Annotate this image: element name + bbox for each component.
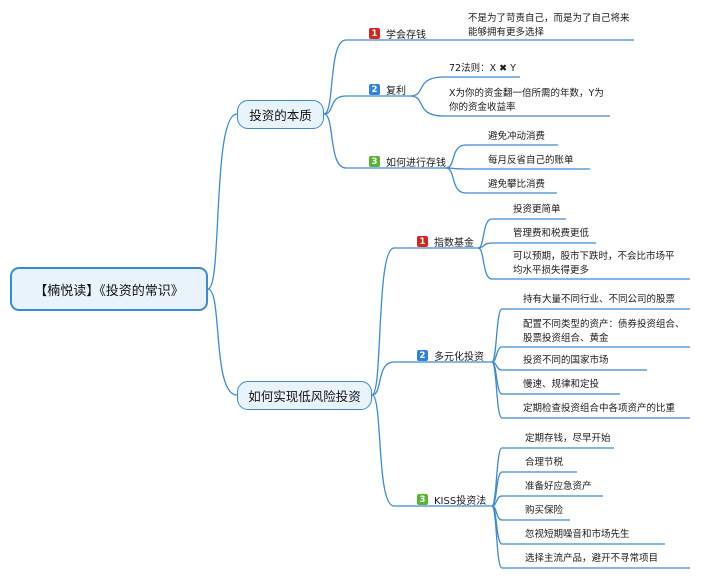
connector <box>477 247 493 280</box>
leaf-note[interactable]: 选择主流产品，避开不寻常项目 <box>525 552 658 566</box>
subtopic-label: 指数基金 <box>434 238 474 249</box>
leaf-line: 投资更简单 <box>513 204 561 215</box>
leaf-note[interactable]: 定期存钱，尽早开始 <box>525 432 611 446</box>
leaf-note[interactable]: 72法则：X ✖ Y <box>449 62 516 76</box>
connector <box>445 167 467 194</box>
leaf-line: 避免攀比消费 <box>488 179 546 190</box>
leaf-note[interactable]: 定期检查投资组合中各项资产的比重 <box>523 402 675 416</box>
connector <box>323 39 347 115</box>
leaf-line: 购买保险 <box>525 505 564 516</box>
leaf-line: 定期存钱，尽早开始 <box>525 433 611 444</box>
leaf-note[interactable]: 持有大量不同行业、不同公司的股票 <box>523 293 675 307</box>
leaf-note[interactable]: 准备好应急资产 <box>525 480 592 494</box>
leaf-line: 定期检查投资组合中各项资产的比重 <box>523 403 676 414</box>
leaf-note[interactable]: 管理费和税费更低 <box>513 227 589 241</box>
leaf-note[interactable]: 投资不同的国家市场 <box>523 354 609 368</box>
leaf-note[interactable]: 可以预期，股市下跌时，不会比市场平 均水平损失得更多 <box>513 250 675 278</box>
leaf-note[interactable]: 配置不同类型的资产：债券投资组合、 股票投资组合、黄金 <box>523 318 685 346</box>
connector <box>491 505 503 569</box>
leaf-line: 选择主流产品，避开不寻常项目 <box>525 553 659 564</box>
subtopic-label: 多元化投资 <box>434 352 484 363</box>
connector <box>323 113 347 169</box>
connector <box>409 76 445 97</box>
leaf-line: 持有大量不同行业、不同公司的股票 <box>523 294 676 305</box>
leaf-line: 避免冲动消费 <box>488 131 546 142</box>
leaf-note[interactable]: 每月反省自己的账单 <box>488 154 574 168</box>
subtopic-label: KISS投资法 <box>434 496 487 507</box>
subtopic-label: 如何进行存钱 <box>386 158 446 169</box>
connector <box>207 113 238 290</box>
subtopic-index-fund[interactable]: 1 指数基金 <box>417 234 474 249</box>
leaf-line: 忽视短期噪音和市场先生 <box>525 529 630 540</box>
leaf-line: 投资不同的国家市场 <box>523 355 609 366</box>
leaf-note[interactable]: 不是为了苛责自己，而是为了自己将来 能够拥有更多选择 <box>468 12 630 40</box>
leaf-line: 慢速、规律和定投 <box>523 379 600 390</box>
priority-3-icon: 3 <box>417 494 428 505</box>
leaf-line: 股票投资组合、黄金 <box>523 333 609 344</box>
subtopic-how-to-save[interactable]: 3 如何进行存钱 <box>369 154 446 169</box>
topic-investment-essence[interactable]: 投资的本质 <box>237 100 324 129</box>
priority-2-icon: 2 <box>417 350 428 361</box>
root-topic[interactable]: 【楠悦读】《投资的常识》 <box>10 267 208 311</box>
subtopic-kiss-method[interactable]: 3 KISS投资法 <box>417 492 486 507</box>
connector <box>371 247 395 396</box>
leaf-line: 配置不同类型的资产：债券投资组合、 <box>523 319 685 330</box>
leaf-line: 可以预期，股市下跌时，不会比市场平 <box>513 251 675 262</box>
connector <box>477 218 493 249</box>
leaf-line: 每月反省自己的账单 <box>488 155 574 166</box>
connector <box>491 361 503 419</box>
leaf-line: 均水平损失得更多 <box>513 265 590 276</box>
leaf-line: X为你的资金翻一倍所需的年数，Y为 <box>449 88 604 99</box>
leaf-line: 管理费和税费更低 <box>513 228 590 239</box>
leaf-line: 合理节税 <box>525 457 564 468</box>
connector <box>491 447 503 507</box>
leaf-line: 你的资金收益率 <box>449 102 516 113</box>
subtopic-label: 学会存钱 <box>386 30 426 41</box>
topic-low-risk-investing[interactable]: 如何实现低风险投资 <box>237 381 372 410</box>
subtopic-label: 复利 <box>386 86 406 97</box>
connector <box>409 95 445 117</box>
connector <box>371 361 395 396</box>
leaf-line: 不是为了苛责自己，而是为了自己将来 <box>468 13 630 24</box>
leaf-note[interactable]: 购买保险 <box>525 504 563 518</box>
connector <box>323 95 347 115</box>
connector <box>491 308 503 363</box>
leaf-line: 72法则：X ✖ Y <box>449 63 516 74</box>
priority-3-icon: 3 <box>369 156 380 167</box>
leaf-line: 准备好应急资产 <box>525 481 592 492</box>
leaf-note[interactable]: X为你的资金翻一倍所需的年数，Y为 你的资金收益率 <box>449 87 604 115</box>
leaf-note[interactable]: 合理节税 <box>525 456 563 470</box>
leaf-note[interactable]: 慢速、规律和定投 <box>523 378 599 392</box>
leaf-note[interactable]: 忽视短期噪音和市场先生 <box>525 528 630 542</box>
leaf-note[interactable]: 避免攀比消费 <box>488 178 545 192</box>
connector <box>445 144 467 169</box>
leaf-line: 能够拥有更多选择 <box>468 27 545 38</box>
priority-2-icon: 2 <box>369 84 380 95</box>
connector <box>371 394 395 507</box>
leaf-note[interactable]: 避免冲动消费 <box>488 130 545 144</box>
subtopic-learn-saving[interactable]: 1 学会存钱 <box>369 26 426 41</box>
connector <box>207 288 238 396</box>
subtopic-compound-interest[interactable]: 2 复利 <box>369 82 406 97</box>
priority-1-icon: 1 <box>417 236 428 247</box>
leaf-note[interactable]: 投资更简单 <box>513 203 561 217</box>
subtopic-diversification[interactable]: 2 多元化投资 <box>417 348 484 363</box>
priority-1-icon: 1 <box>369 28 380 39</box>
